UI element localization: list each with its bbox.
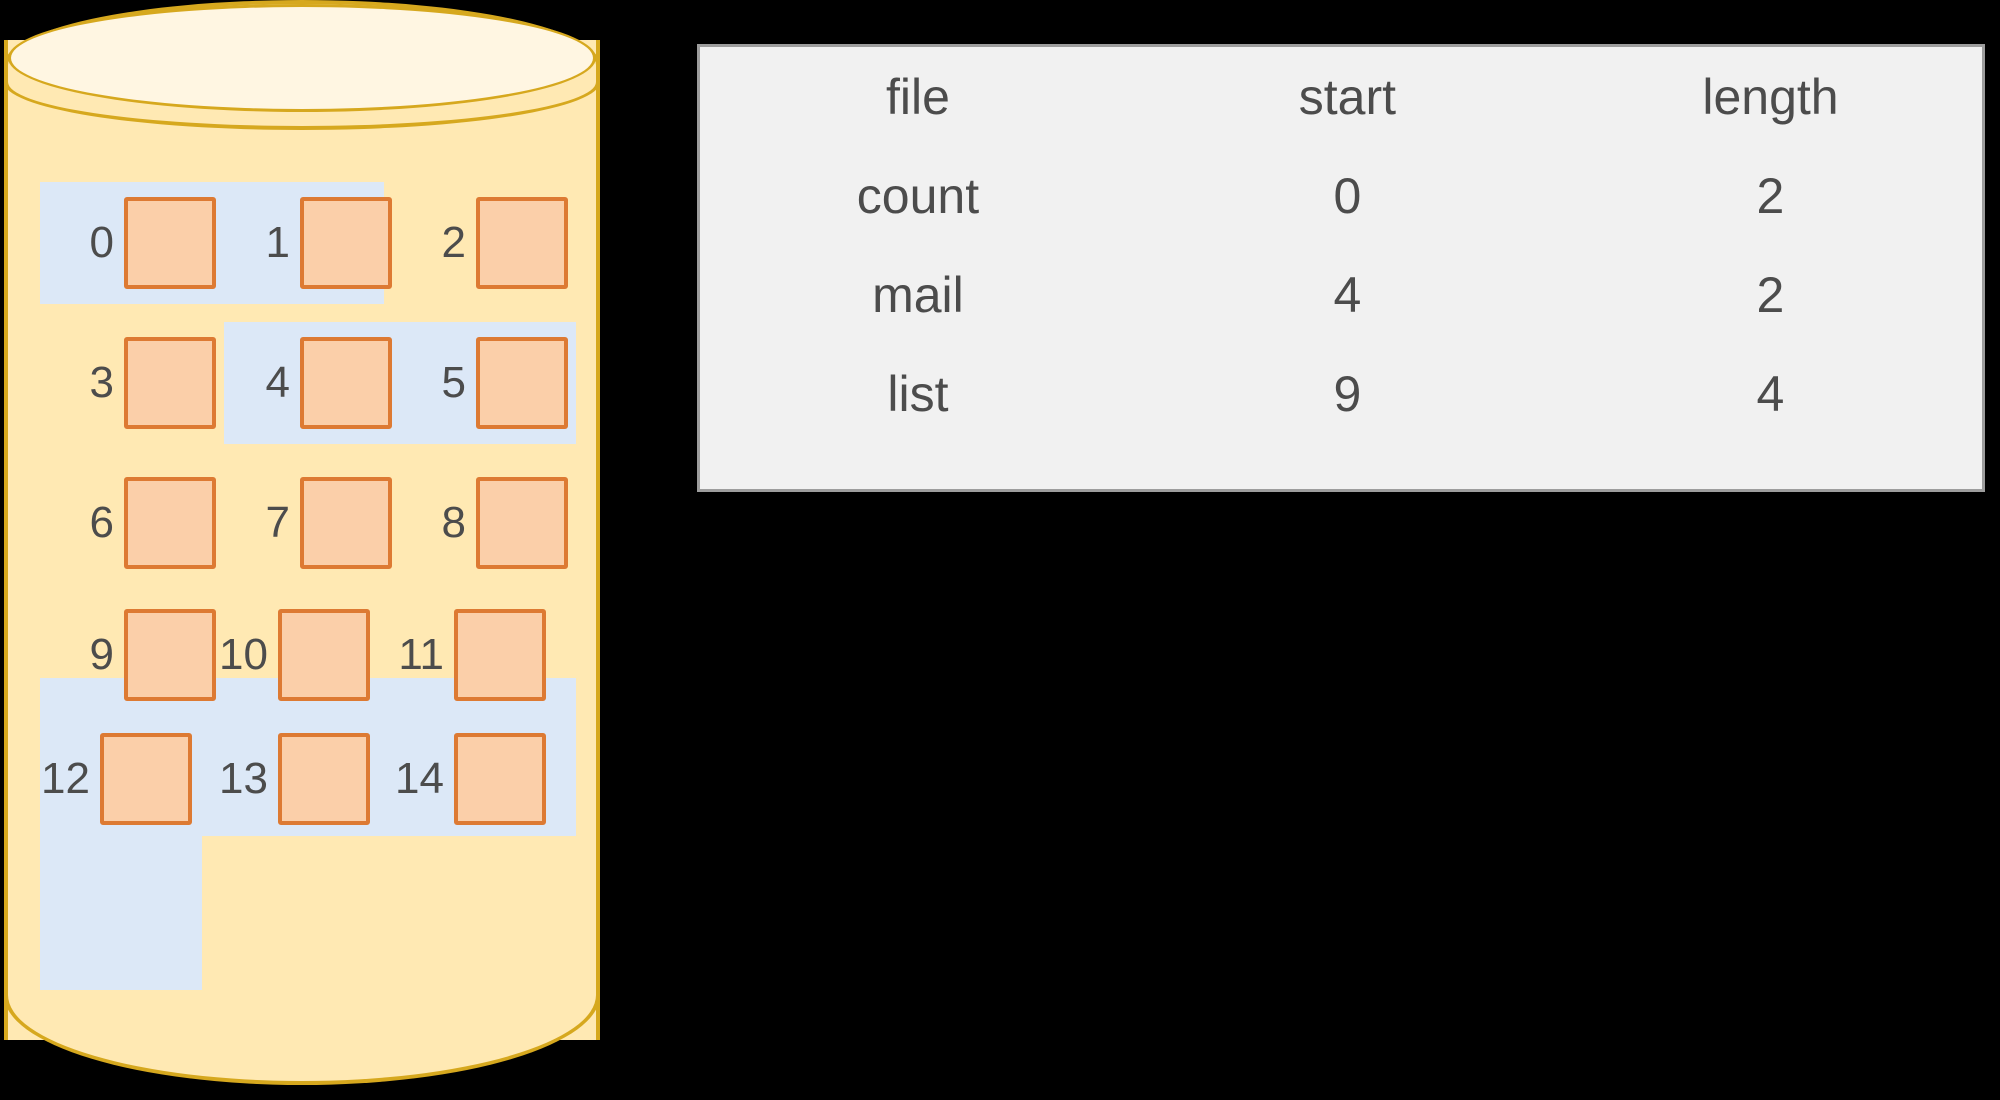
row-mail-start: 4 <box>1333 266 1362 323</box>
table-header-row: file start length <box>700 47 1982 146</box>
disk-block-3-box <box>124 337 216 429</box>
disk-block-1[interactable]: 1 <box>222 182 420 304</box>
disk-block-9-index: 9 <box>89 630 114 679</box>
allocation-table-grid: file start length count 0 2 mail 4 2 lis… <box>700 47 1982 443</box>
disk-block-1-box <box>300 197 392 289</box>
disk-block-13-box <box>278 733 370 825</box>
disk-block-0-box <box>124 197 216 289</box>
row-list-length: 4 <box>1756 365 1785 422</box>
disk-block-12-box <box>100 733 192 825</box>
disk-block-11-index: 11 <box>398 630 444 679</box>
disk-block-13[interactable]: 13 <box>200 718 398 840</box>
disk-block-11[interactable]: 11 <box>376 594 574 716</box>
allocation-table-body: count 0 2 mail 4 2 list 9 4 <box>700 146 1982 443</box>
disk-block-4[interactable]: 4 <box>222 322 420 444</box>
disk-block-13-index: 13 <box>219 754 268 803</box>
disk-block-5[interactable]: 5 <box>398 322 596 444</box>
disk-block-10-index: 10 <box>219 630 268 679</box>
row-count-start: 0 <box>1333 167 1362 224</box>
row-count-file: count <box>856 167 980 224</box>
row-mail-file: mail <box>872 266 964 323</box>
disk-block-7-index: 7 <box>265 498 290 547</box>
table-row: count 0 2 <box>700 146 1982 245</box>
disk-block-3-index: 3 <box>89 358 114 407</box>
disk-block-0[interactable]: 0 <box>46 182 244 304</box>
disk-block-12-index: 12 <box>41 754 90 803</box>
row-list-start: 9 <box>1333 365 1362 422</box>
disk-block-9[interactable]: 9 <box>46 594 244 716</box>
disk-block-11-box <box>454 609 546 701</box>
column-header-file: file <box>885 68 950 125</box>
column-header-length: length <box>1702 68 1839 125</box>
disk-block-9-box <box>124 609 216 701</box>
row-mail-length: 2 <box>1756 266 1785 323</box>
disk-block-6-box <box>124 477 216 569</box>
disk-block-8-index: 8 <box>441 498 466 547</box>
disk-block-4-box <box>300 337 392 429</box>
table-row: mail 4 2 <box>700 245 1982 344</box>
disk-block-8[interactable]: 8 <box>398 462 596 584</box>
disk-block-14-index: 14 <box>395 754 444 803</box>
cylinder-top-ellipse <box>8 4 596 112</box>
table-row: list 9 4 <box>700 344 1982 443</box>
disk-block-2-index: 2 <box>441 218 466 267</box>
row-list-file: list <box>887 365 949 422</box>
disk-block-5-box <box>476 337 568 429</box>
disk-block-0-index: 0 <box>89 218 114 267</box>
disk-block-1-index: 1 <box>265 218 290 267</box>
disk-block-8-box <box>476 477 568 569</box>
allocation-highlight-list-row2 <box>40 836 202 990</box>
disk-block-2-box <box>476 197 568 289</box>
disk-block-7[interactable]: 7 <box>222 462 420 584</box>
disk-block-14-box <box>454 733 546 825</box>
disk-block-6-index: 6 <box>89 498 114 547</box>
disk-figure: 0 1 2 3 4 5 6 7 <box>0 0 614 1088</box>
disk-block-10-box <box>278 609 370 701</box>
disk-block-6[interactable]: 6 <box>46 462 244 584</box>
allocation-table: file start length count 0 2 mail 4 2 lis… <box>697 44 1985 492</box>
disk-block-12[interactable]: 12 <box>22 718 220 840</box>
allocation-table-head: file start length <box>700 47 1982 146</box>
disk-block-14[interactable]: 14 <box>376 718 574 840</box>
column-header-start: start <box>1298 68 1397 125</box>
disk-block-10[interactable]: 10 <box>200 594 398 716</box>
disk-block-grid: 0 1 2 3 4 5 6 7 <box>0 0 614 1088</box>
row-count-length: 2 <box>1756 167 1785 224</box>
disk-block-5-index: 5 <box>441 358 466 407</box>
disk-block-2[interactable]: 2 <box>398 182 596 304</box>
disk-block-4-index: 4 <box>265 358 290 407</box>
disk-block-3[interactable]: 3 <box>46 322 244 444</box>
disk-block-7-box <box>300 477 392 569</box>
